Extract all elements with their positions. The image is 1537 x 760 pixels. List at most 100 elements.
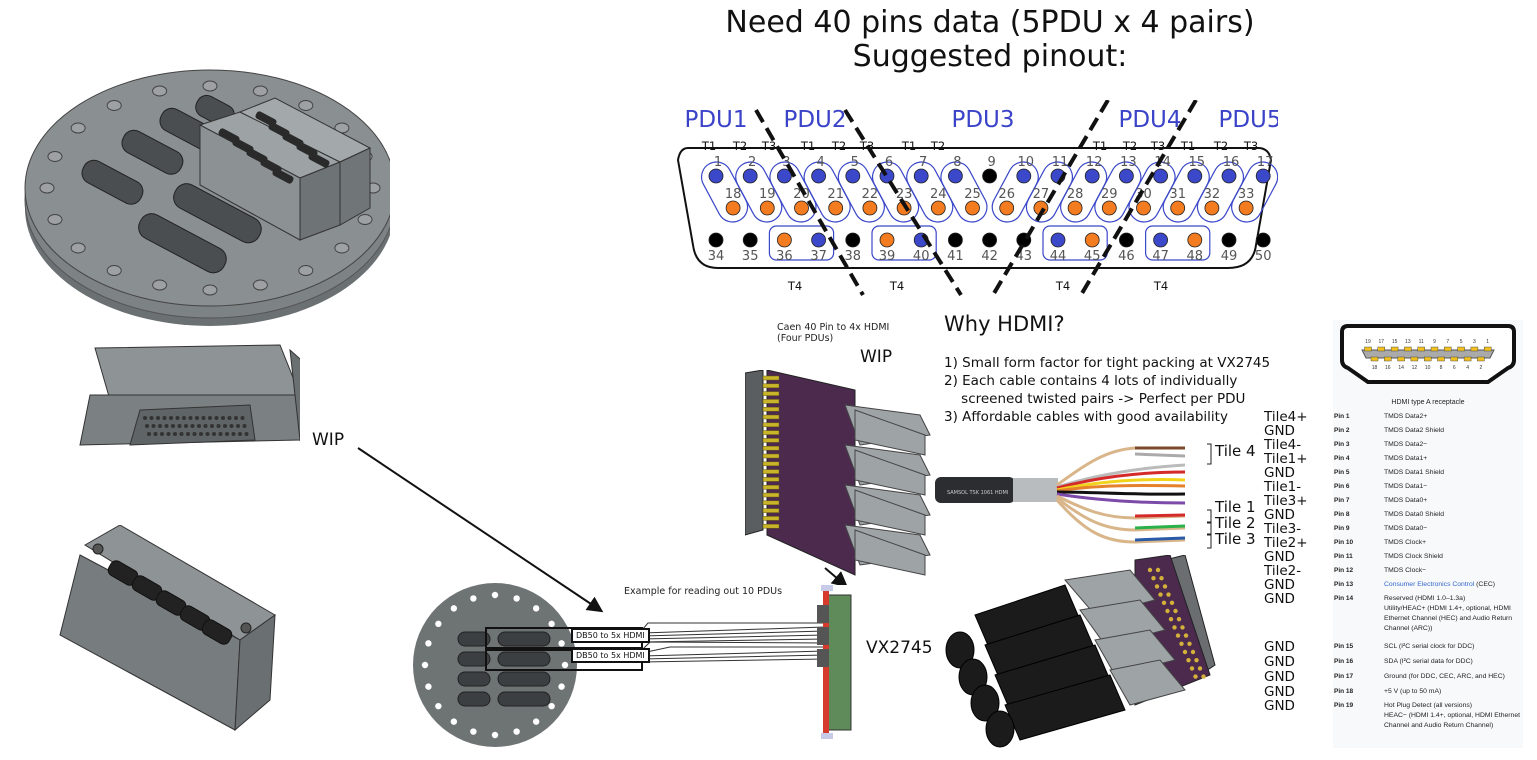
pin-number: 40 — [913, 249, 930, 264]
bolt-hole — [298, 265, 314, 277]
bolt-hole — [106, 99, 122, 111]
hdmi-pin-number: 5 — [1460, 339, 1463, 345]
vx2745-board — [817, 585, 852, 739]
adapter-header-pins — [1147, 567, 1206, 679]
pin-number: Pin 8 — [1334, 511, 1350, 518]
pin-number: Pin 19 — [1334, 702, 1354, 709]
pin-5 — [845, 168, 861, 184]
socket-pin — [184, 424, 188, 428]
socket-pin — [231, 432, 236, 436]
pin-description: SDA (I²C serial data for DDC) — [1384, 658, 1473, 665]
hdmi-pin-number: 16 — [1385, 365, 1391, 371]
hdmi-pin-number: 15 — [1392, 339, 1398, 345]
pin-number: 3 — [782, 155, 790, 170]
hdmi-pin-number: 4 — [1466, 365, 1469, 371]
bolt-hole — [47, 150, 63, 162]
pin-16 — [1221, 168, 1237, 184]
socket-pin — [240, 416, 245, 420]
screw-icon — [92, 543, 104, 555]
hdmi-pin-7 — [1444, 346, 1452, 352]
pin-assignment: GND — [1264, 507, 1295, 523]
pin-number: 25 — [964, 187, 981, 202]
dsub-cutout — [121, 129, 184, 175]
pin-number: 17 — [1257, 155, 1274, 170]
pin-47 — [1153, 232, 1169, 248]
hdmi-plug — [1004, 674, 1126, 741]
header-pin — [762, 484, 780, 490]
wiki-link[interactable]: Consumer Electronics Control — [1384, 581, 1475, 588]
pin-assignment: GND — [1264, 639, 1295, 655]
socket-pin — [192, 432, 197, 436]
cable-jacket — [935, 477, 1015, 503]
header-pin — [1165, 608, 1170, 614]
hdmi-pin-number: 1 — [1486, 339, 1489, 345]
dsub-slot — [457, 631, 491, 647]
socket-pin — [238, 432, 242, 436]
tile-label-4: Tile 4 — [1215, 442, 1256, 460]
pin-number: 4 — [816, 155, 824, 170]
tile-label: T1 — [1092, 139, 1107, 153]
pin-49 — [1221, 232, 1237, 248]
socket-pin — [149, 416, 154, 420]
bolt-hole — [548, 620, 555, 628]
header-pin — [762, 516, 780, 521]
pin-number: 41 — [947, 249, 964, 264]
wip-arrow — [357, 447, 604, 613]
socket-pin — [236, 424, 240, 428]
pdu-label-5: PDU5 — [1218, 107, 1278, 133]
socket-pin — [164, 424, 169, 428]
header-pin — [1194, 658, 1199, 663]
adapter-caption-line-2: (Four PDUs) — [777, 333, 834, 344]
hdmi-port — [201, 619, 233, 645]
connector-pins — [708, 168, 1271, 248]
pin-number: 46 — [1118, 249, 1135, 264]
pin-assignment: Tile4+ — [1264, 409, 1308, 425]
pin-31 — [1170, 200, 1186, 216]
pin-assignment: Tile1+ — [1264, 451, 1308, 467]
pin-assignment: GND — [1264, 669, 1295, 685]
header-pin — [1162, 584, 1168, 589]
bolt-hole — [152, 279, 168, 291]
hdmi-pin-11 — [1417, 346, 1425, 352]
pin-number: Pin 3 — [1334, 441, 1350, 448]
pdu-divider-lines — [754, 100, 1198, 297]
header-pin — [1197, 666, 1203, 671]
socket-pin — [195, 416, 199, 420]
header-pin — [1187, 641, 1192, 646]
socket-pin — [203, 424, 208, 428]
bolt-hole — [470, 595, 477, 602]
bolt-holes — [39, 80, 381, 296]
bolt-hole — [558, 683, 565, 690]
pin-number: Pin 15 — [1334, 643, 1354, 650]
pin-38 — [845, 232, 861, 248]
pin-description: TMDS Data0 Shield — [1384, 511, 1445, 518]
pin-number: 29 — [1101, 187, 1118, 202]
tile-label: T2 — [1213, 139, 1228, 153]
why-hdmi-item: 3) Affordable cables with good availabil… — [944, 409, 1228, 425]
bolt-hole — [425, 683, 432, 690]
socket-pin — [221, 416, 225, 420]
pin-number: 33 — [1238, 187, 1255, 202]
bolt-hole — [421, 661, 429, 669]
pin-number: 34 — [708, 249, 725, 264]
pin-assignment: Tile3+ — [1264, 493, 1308, 509]
header-pin — [762, 500, 780, 506]
hdmi-pin-number: 3 — [1473, 339, 1476, 345]
pin-number: 18 — [725, 187, 742, 202]
header-pin — [762, 453, 780, 459]
receptacle-tongue — [1361, 349, 1495, 359]
header-pin — [762, 438, 780, 443]
socket-pin — [212, 432, 216, 436]
hdmi-pin-2 — [1477, 356, 1485, 362]
hdmi-pin-number: 12 — [1412, 365, 1418, 371]
pin-assignment: GND — [1264, 591, 1295, 607]
hdmi-pin-17 — [1377, 346, 1385, 352]
pin-assignment: Tile2+ — [1264, 535, 1308, 551]
pin-assignment: Tile2- — [1264, 563, 1302, 579]
pin-number: Pin 18 — [1334, 688, 1354, 695]
socket-pin — [197, 424, 201, 428]
header-pin — [1169, 600, 1175, 605]
socket-pin — [158, 424, 162, 428]
pin-number: 10 — [1018, 155, 1035, 170]
